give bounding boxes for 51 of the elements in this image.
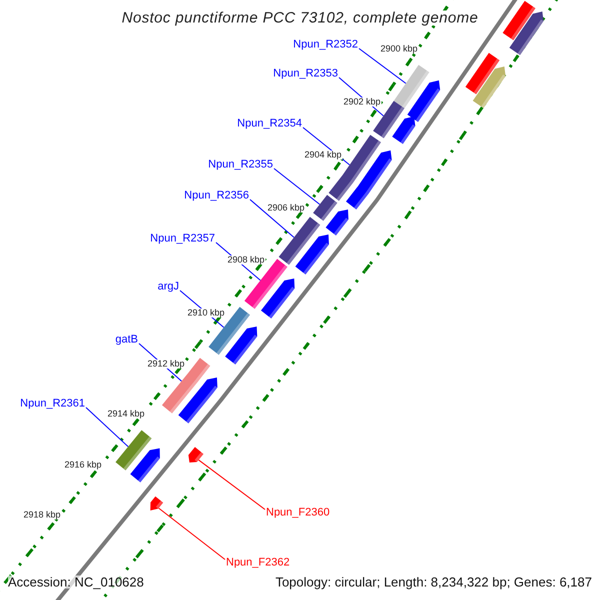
gene-feature (326, 210, 348, 236)
title: Nostoc punctiforme PCC 73102, complete genome (122, 10, 478, 26)
tick-label: 2908 kbp (226, 256, 266, 264)
gene-label: gatB (115, 334, 138, 346)
gene-label: Npun_R2352 (293, 40, 358, 50)
tick-label: 2918 kbp (22, 510, 62, 520)
leader-line (274, 168, 320, 205)
gene-feature (346, 150, 392, 210)
tick-label: 2904 kbp (303, 150, 343, 160)
gene-bar (465, 52, 500, 94)
tick-label: 2910 kbp (186, 308, 226, 318)
gene-feature (178, 378, 218, 424)
gene-feature (472, 66, 506, 108)
gene-label: Npun_R2357 (150, 234, 215, 244)
leader-line (358, 48, 406, 84)
leader-line (250, 199, 294, 238)
gene-feature (407, 80, 440, 122)
gene-bar (116, 430, 152, 470)
gene-bar (328, 134, 381, 201)
leader-line (158, 508, 226, 560)
tick-label: 2906 kbp (266, 204, 306, 212)
tick-label: 2900 kbp (379, 44, 419, 54)
gene-feature (225, 326, 258, 365)
tick-label: 2912 kbp (146, 360, 186, 368)
tick-label: 2914 kbp (106, 410, 146, 418)
gene-bar (502, 0, 536, 40)
gene-feature (130, 448, 160, 482)
gene-bar (278, 216, 320, 265)
gene-label: Npun_R2354 (237, 118, 302, 130)
gene-label: Npun_R2353 (273, 68, 338, 80)
gene-feature (509, 11, 544, 56)
footer-text: Topology: circular; Length: 8,234,322 bp; Genes: 6,187 (275, 576, 592, 588)
gene-label: Npun_R2361 (20, 398, 85, 410)
gene-label: Npun_F2362 (226, 558, 290, 568)
leader-line (198, 459, 266, 510)
gene-label: Npun_R2356 (184, 190, 249, 202)
gene-feature (188, 447, 204, 462)
gene-bar (313, 194, 338, 221)
gene-bar (394, 64, 430, 108)
gene-feature (150, 496, 164, 510)
tick-label: 2902 kbp (342, 98, 382, 106)
footer-text: Accession: NC_010628 (8, 576, 144, 588)
gene-label: Npun_F2360 (266, 508, 330, 518)
leader-line (86, 407, 129, 448)
gene-bar (208, 306, 250, 355)
tick-label: 2916 kbp (63, 460, 103, 470)
gene-label: Npun_R2355 (208, 160, 273, 170)
gene-feature (392, 116, 416, 144)
gene-label: argJ (158, 282, 179, 292)
gene-feature (295, 234, 329, 275)
gene-feature (260, 278, 295, 319)
